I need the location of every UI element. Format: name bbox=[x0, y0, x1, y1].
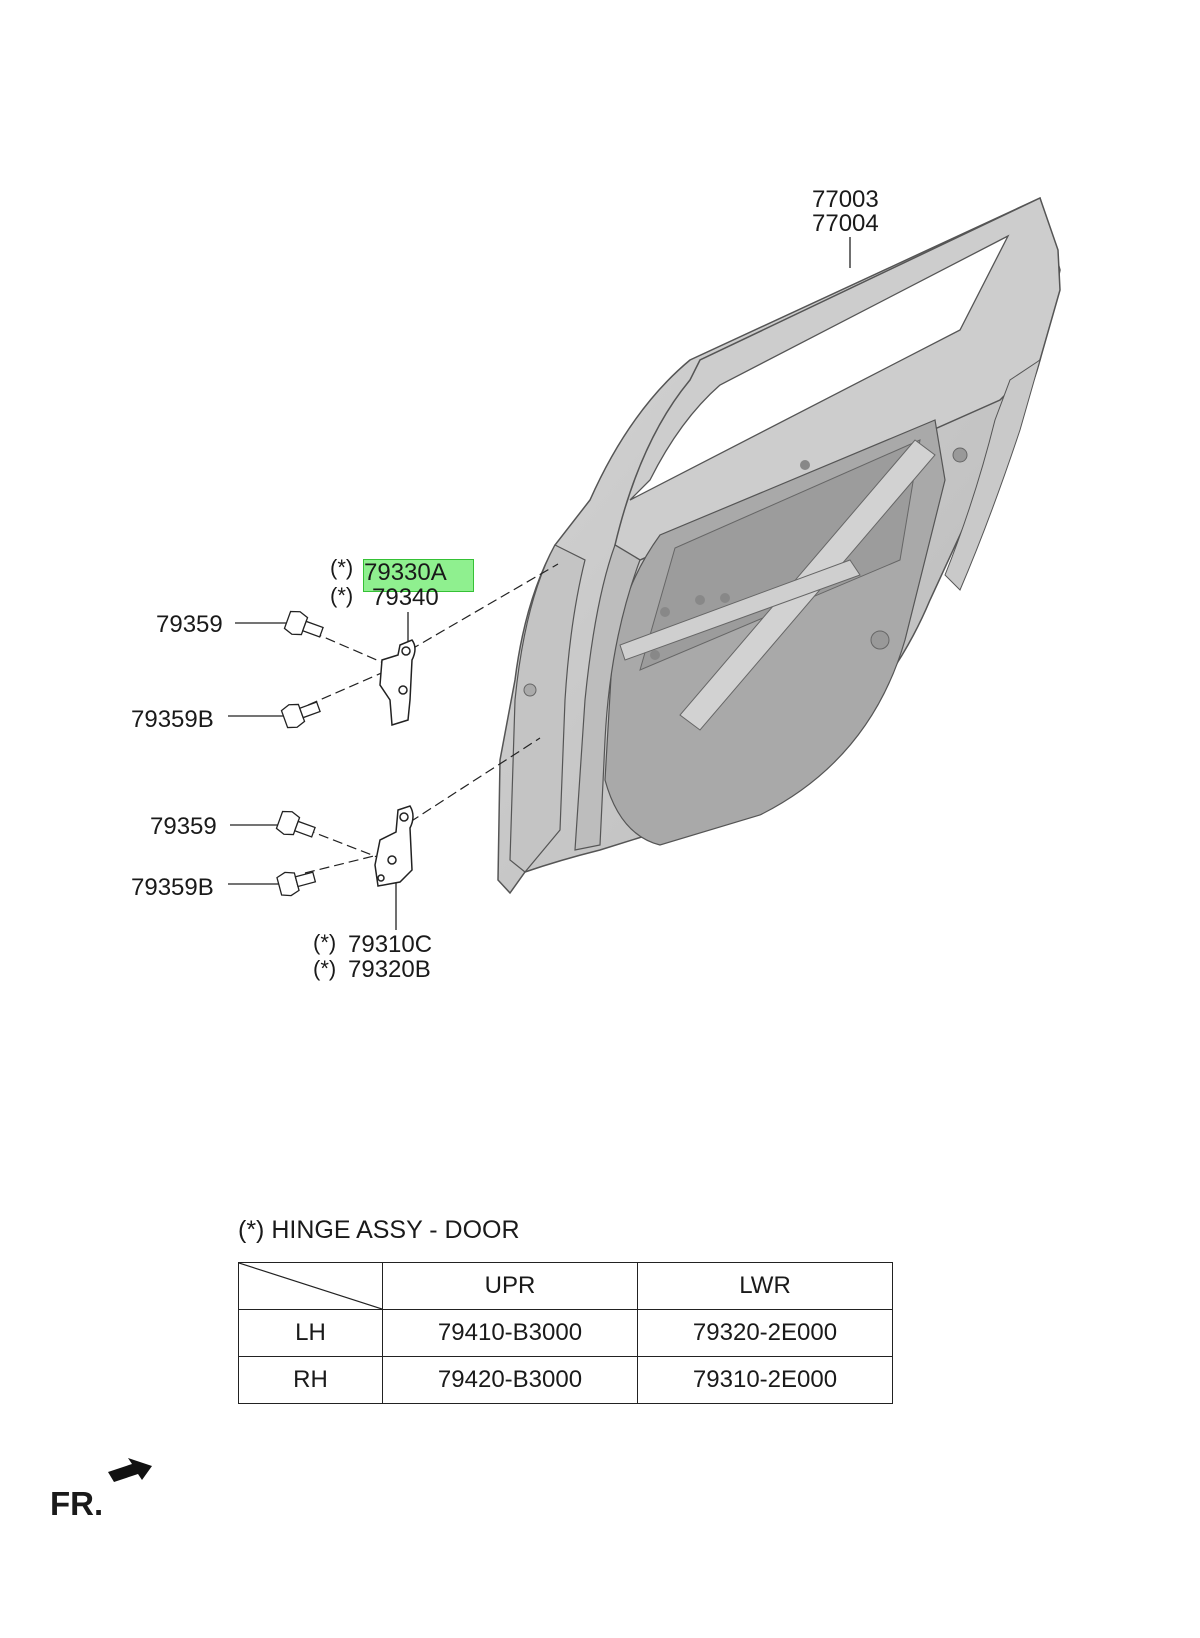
callout-79340: 79340 bbox=[372, 584, 439, 611]
bolt-icons bbox=[275, 610, 324, 897]
table-row: RH 79420-B3000 79310-2E000 bbox=[238, 1356, 893, 1404]
table-cell: 79410-B3000 bbox=[382, 1309, 638, 1357]
dashed-guides bbox=[304, 563, 559, 874]
table-cell: 79320-2E000 bbox=[637, 1309, 893, 1357]
leader-lines bbox=[228, 237, 851, 930]
callout-79330A[interactable]: 79330A bbox=[364, 559, 447, 586]
asterisk-mark: (*) bbox=[330, 555, 354, 580]
highlight-box bbox=[363, 559, 474, 592]
front-direction-label: FR. bbox=[50, 1485, 104, 1522]
upper-hinge bbox=[379, 639, 416, 726]
table-header-row: UPR LWR bbox=[238, 1262, 893, 1310]
hinge-note: (*) HINGE ASSY - DOOR bbox=[238, 1216, 520, 1244]
asterisk-mark: (*) bbox=[313, 956, 337, 981]
table-cell: 79310-2E000 bbox=[637, 1356, 893, 1404]
callout-77003: 77003 bbox=[812, 186, 879, 213]
table-cell: RH bbox=[238, 1356, 383, 1404]
callout-79359B-lower: 79359B bbox=[131, 874, 214, 901]
table-header-lwr: LWR bbox=[637, 1262, 893, 1310]
door-panel bbox=[497, 196, 1061, 895]
lower-hinge bbox=[374, 805, 414, 887]
table-cell: LH bbox=[238, 1309, 383, 1357]
table-row: LH 79410-B3000 79320-2E000 bbox=[238, 1309, 893, 1357]
table-cell: 79420-B3000 bbox=[382, 1356, 638, 1404]
asterisk-mark: (*) bbox=[313, 930, 337, 955]
callout-79310C: 79310C bbox=[348, 931, 433, 958]
callout-79359-lower: 79359 bbox=[150, 813, 217, 840]
table-corner-cell bbox=[238, 1262, 383, 1310]
callout-77004: 77004 bbox=[812, 210, 879, 237]
front-arrow-icon bbox=[108, 1458, 152, 1482]
callout-79359-upper: 79359 bbox=[156, 611, 223, 638]
table-header-upr: UPR bbox=[382, 1262, 638, 1310]
asterisk-mark: (*) bbox=[330, 583, 354, 608]
hinge-parts-table: UPR LWR LH 79410-B3000 79320-2E000 RH 79… bbox=[238, 1262, 893, 1404]
callout-79359B-upper: 79359B bbox=[131, 706, 214, 733]
callout-79320B: 79320B bbox=[348, 956, 431, 983]
